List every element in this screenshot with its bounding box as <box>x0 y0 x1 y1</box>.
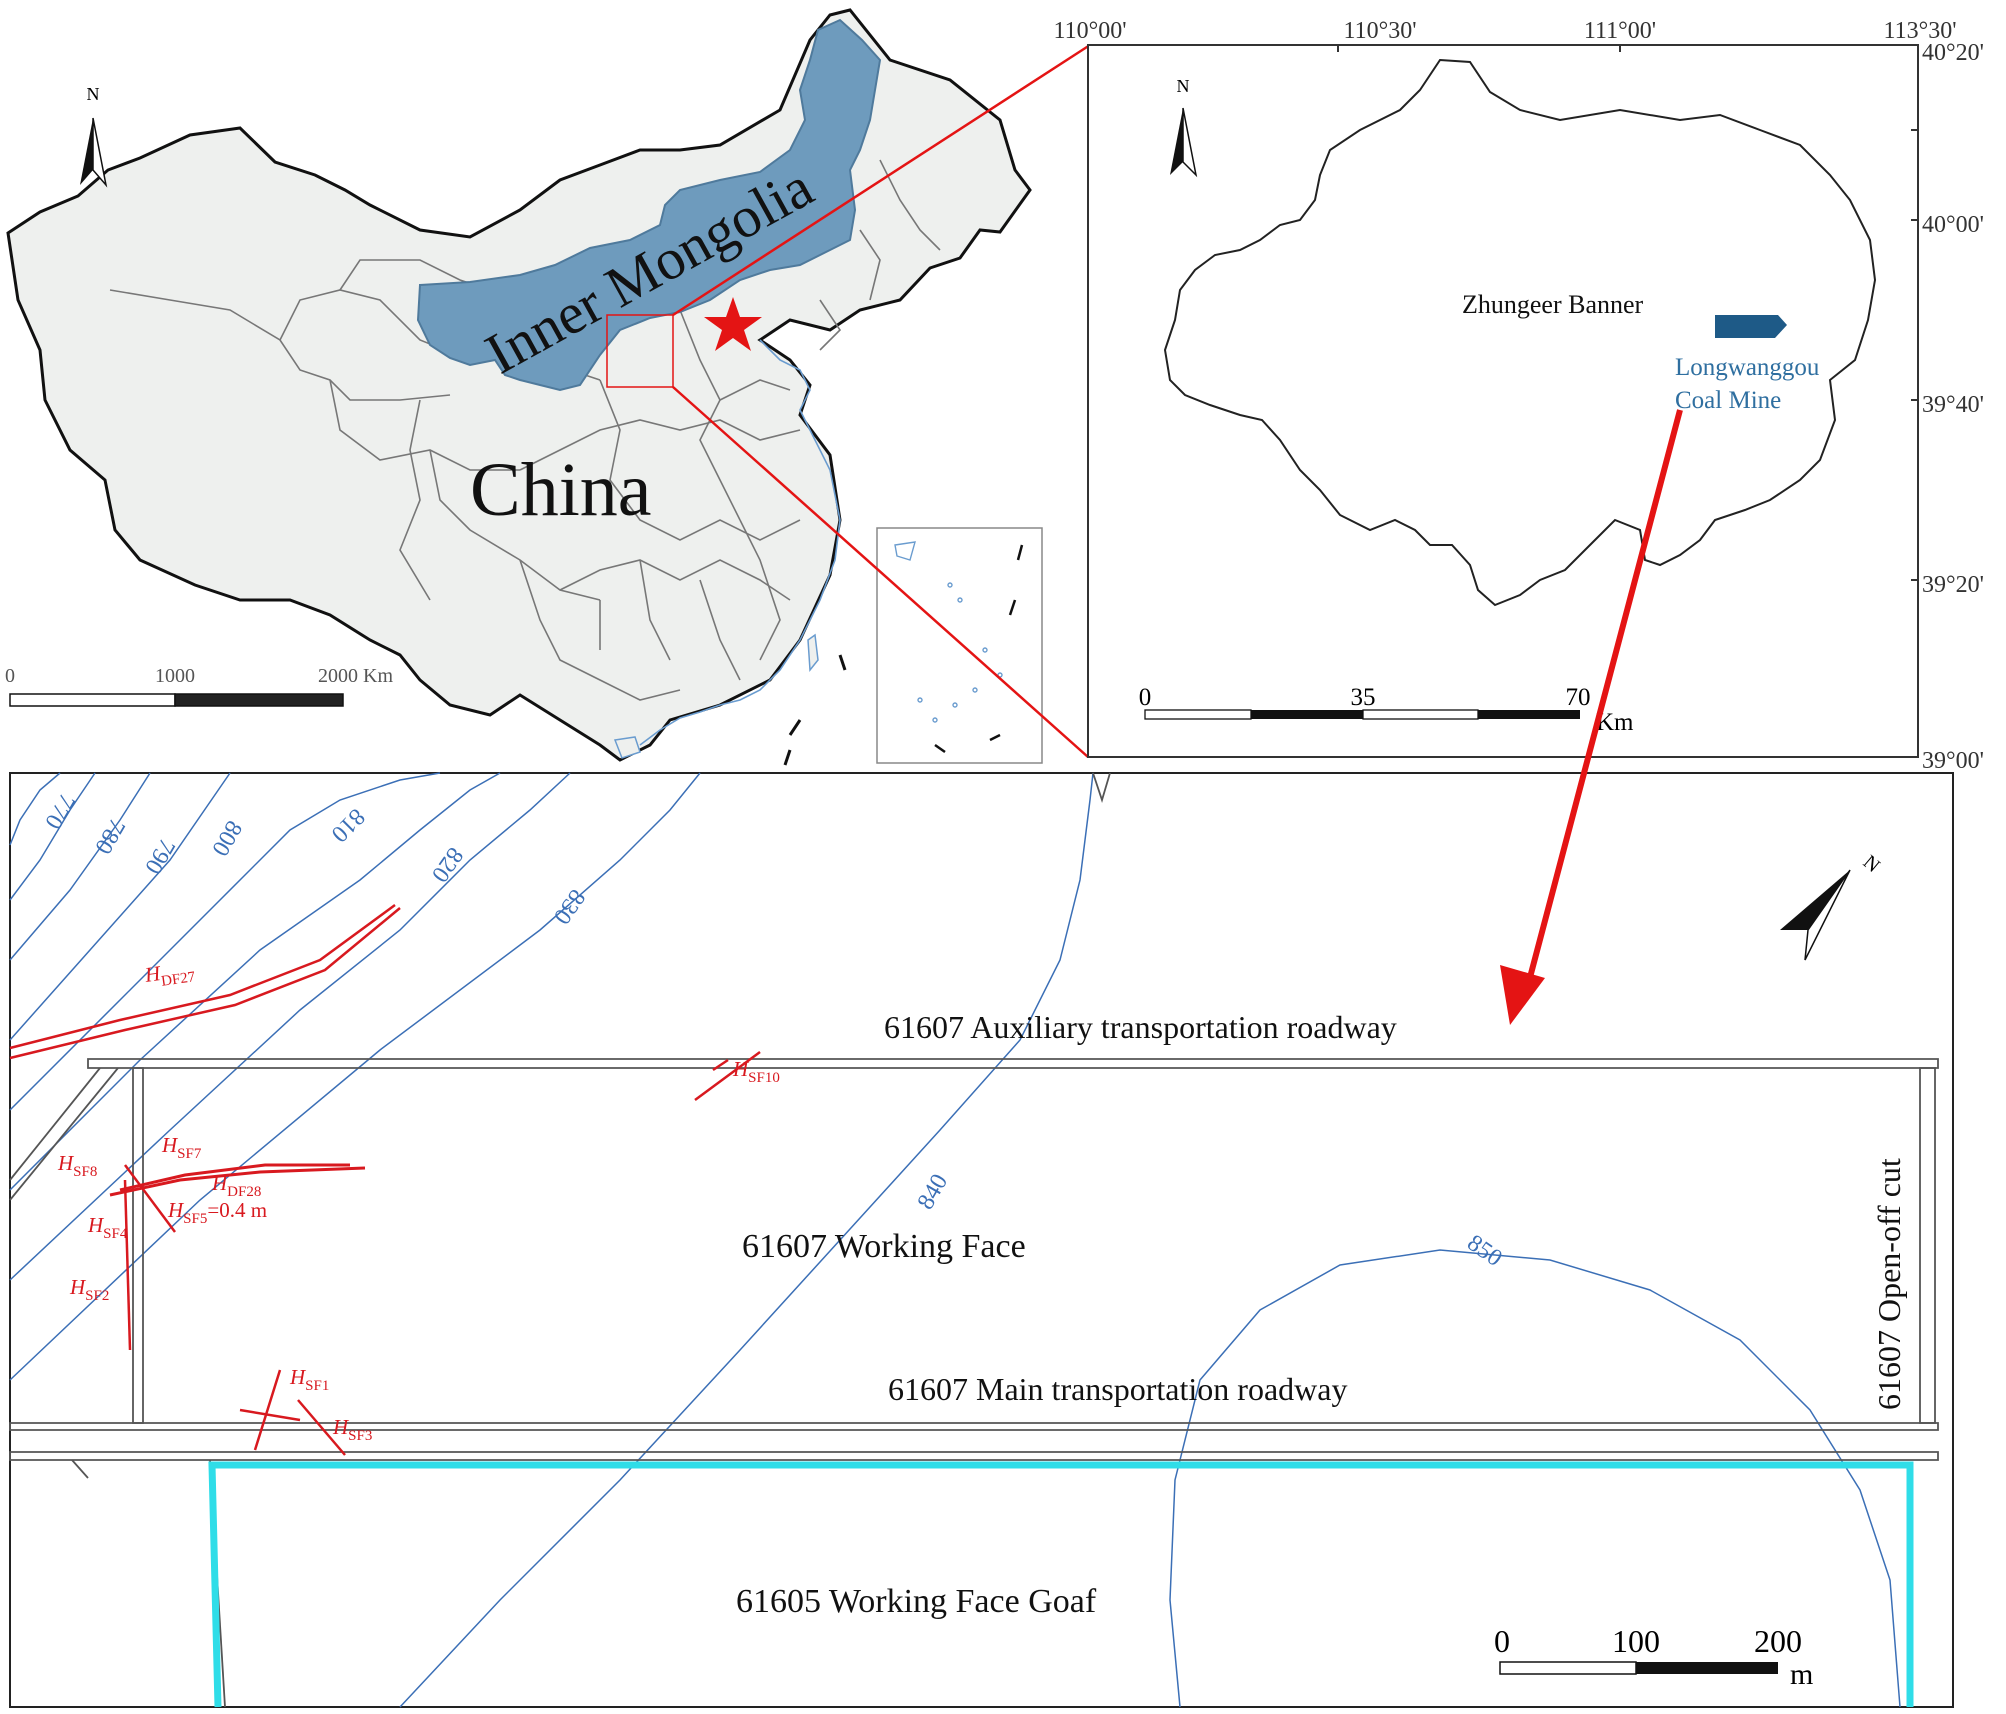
inner-mongolia-region <box>416 18 882 392</box>
main-roadway <box>9 1422 1939 1431</box>
south-china-sea-inset <box>876 527 1043 764</box>
fault-label-sf4: HSF4 <box>87 1213 128 1242</box>
location-arrow <box>1500 409 1683 1025</box>
taiwan-island <box>807 633 819 672</box>
fault-label-df28: HDF28 <box>211 1171 261 1200</box>
lon-tick-1: 110°30' <box>1343 18 1416 44</box>
china-map: N Inner Mongolia China 0 1000 2000 Km <box>5 8 1043 766</box>
mine-label-line1: Longwanggou <box>1675 354 1820 381</box>
china-scale-2000: 2000 Km <box>318 665 393 687</box>
fault-df28 <box>109 1163 366 1197</box>
fault-df27-b <box>9 907 401 1060</box>
left-diagonal-roadway <box>9 1067 101 1181</box>
working-face-label: 61607 Working Face <box>742 1228 1026 1265</box>
goaf-label: 61605 Working Face Goaf <box>736 1583 1097 1620</box>
open-off-cut-roadway <box>1919 1067 1936 1424</box>
china-scale-0: 0 <box>5 665 15 687</box>
mine-scale-bar: 0 100 200 m <box>1494 1623 1813 1691</box>
zhungeer-banner-outline <box>1163 58 1877 607</box>
inset-scale-bar: 0 35 70 Km <box>1139 684 1634 736</box>
nine-dash-line <box>783 654 847 766</box>
study-area-box <box>606 314 674 388</box>
fault-label-sf5: HSF5=0.4 m <box>167 1198 267 1227</box>
fault-sf10 <box>694 1050 761 1102</box>
hainan-island <box>613 736 641 759</box>
aux-roadway-label: 61607 Auxiliary transportation roadway <box>884 1009 1397 1045</box>
fault-df27-a <box>9 903 396 1050</box>
zhungeer-banner-label: Zhungeer Banner <box>1462 290 1644 319</box>
china-scale-bar: 0 1000 2000 Km <box>5 665 393 707</box>
china-label: China <box>470 448 652 532</box>
fault-sf3 <box>297 1399 346 1456</box>
mine-plan-frame <box>9 772 1954 1708</box>
fault-label-sf3: HSF3 <box>332 1415 372 1444</box>
mine-scale-0: 0 <box>1494 1623 1510 1659</box>
fault-label-sf1: HSF1 <box>289 1365 329 1394</box>
fault-sf8 <box>123 1164 177 1233</box>
coastline <box>639 339 841 746</box>
fault-labels: HDF27 HSF10 HSF8 HSF7 HDF28 HSF5=0.4 m H… <box>57 956 780 1444</box>
faults <box>9 903 761 1456</box>
fault-label-sf8: HSF8 <box>57 1151 97 1180</box>
inset-ticks <box>1337 45 1918 581</box>
mine-scale-unit: m <box>1790 1658 1813 1691</box>
connector-lines <box>672 43 1091 758</box>
lon-tick-0: 110°00' <box>1053 18 1126 44</box>
china-north-arrow: N <box>80 84 108 188</box>
fault-label-sf10: HSF10 <box>732 1057 780 1086</box>
aux-roadway <box>87 1058 1939 1069</box>
china-north-label: N <box>87 84 100 104</box>
fault-label-sf2: HSF2 <box>69 1275 109 1304</box>
goaf-roadway <box>9 1451 1939 1461</box>
fault-label-df27: HDF27 <box>142 956 196 992</box>
fault-sf4 <box>123 1179 132 1351</box>
lat-tick-1: 40°00' <box>1922 212 1984 238</box>
mine-scale-200: 200 <box>1754 1623 1802 1659</box>
fault-label-sf7: HSF7 <box>161 1133 202 1162</box>
lon-tick-2: 111°00' <box>1584 18 1656 44</box>
roadways <box>9 772 1939 1708</box>
inset-dashes <box>934 544 1024 754</box>
inset-north-arrow: N <box>1170 76 1198 178</box>
open-off-cut-label: 61607 Open-off cut <box>1871 1158 1907 1410</box>
mine-scale-100: 100 <box>1612 1623 1660 1659</box>
lat-tick-3: 39°20' <box>1922 572 1984 598</box>
goaf-boundary <box>208 1461 1914 1708</box>
inset-map: 110°00' 110°30' 111°00' 113°30' 40°20' 4… <box>1053 18 1983 774</box>
lat-tick-0: 40°20' <box>1922 40 1984 66</box>
capital-star <box>704 297 762 351</box>
lat-tick-2: 39°40' <box>1922 392 1984 418</box>
lon-tick-3: 113°30' <box>1883 18 1956 44</box>
china-scale-1000: 1000 <box>155 665 195 687</box>
inset-scale-70: 70 <box>1566 684 1591 711</box>
inset-north-label: N <box>1177 76 1190 96</box>
contour-lines <box>9 772 1901 1708</box>
main-roadway-label: 61607 Main transportation roadway <box>888 1371 1347 1407</box>
lat-tick-4: 39°00' <box>1922 748 1984 774</box>
inset-scale-0: 0 <box>1139 684 1152 711</box>
inset-scale-35: 35 <box>1351 684 1376 711</box>
fault-sf1 <box>239 1369 301 1451</box>
south-china-sea-islands <box>894 541 1003 723</box>
left-cross-roadway <box>132 1067 144 1424</box>
mine-label-line2: Coal Mine <box>1675 387 1781 414</box>
longwanggou-mine-area <box>1715 315 1787 338</box>
mine-plan: 770 780 790 800 810 820 830 840 850 <box>9 409 1954 1708</box>
